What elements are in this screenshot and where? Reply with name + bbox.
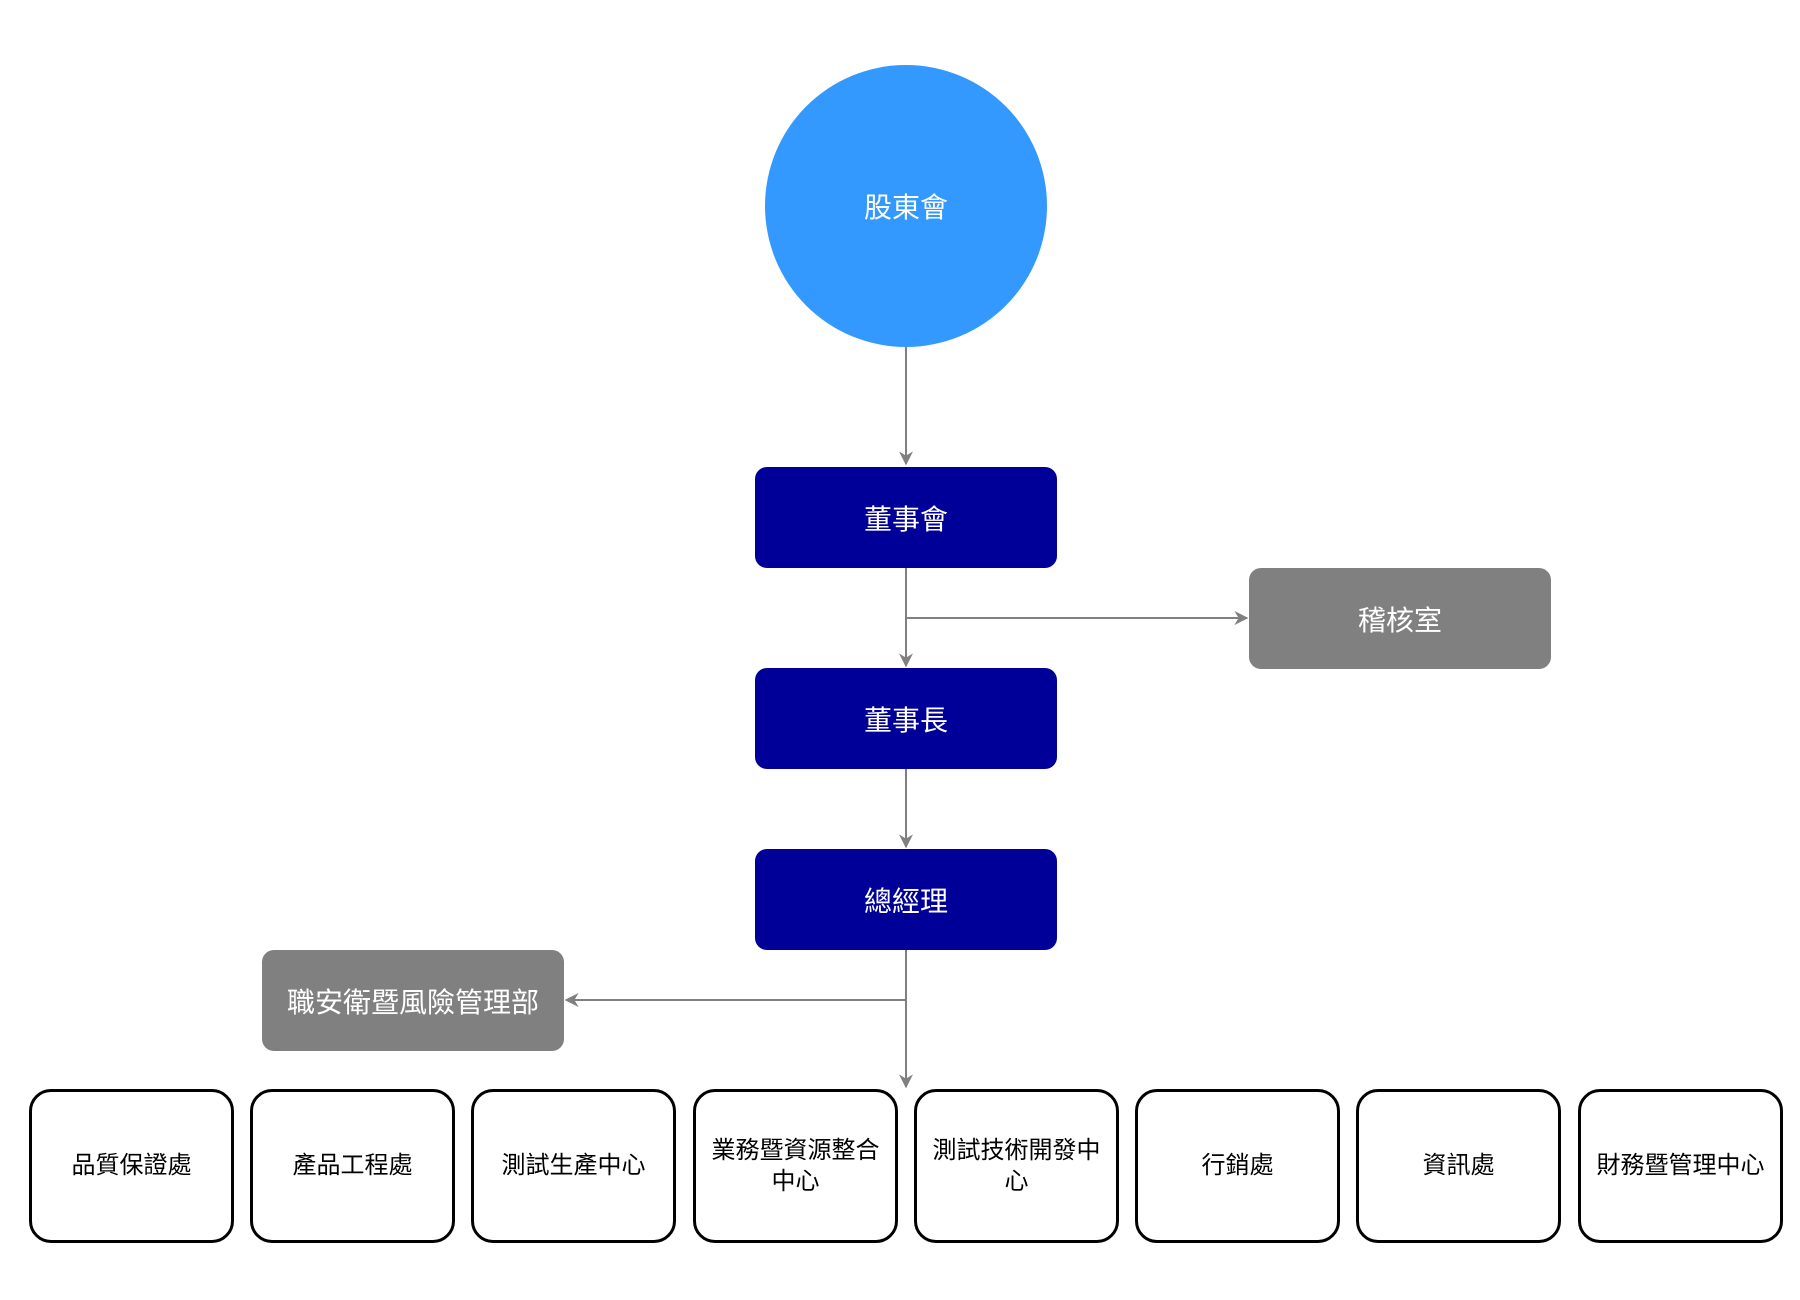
department-node: 測試生產中心	[471, 1089, 676, 1243]
general-manager-label: 總經理	[863, 884, 948, 918]
shareholders-label: 股東會	[863, 191, 948, 224]
general-manager-node: 總經理	[755, 849, 1057, 950]
department-node: 測試技術開發中心	[914, 1089, 1119, 1243]
department-label: 測試技術開發中心	[932, 1135, 1101, 1195]
department-node: 資訊處	[1356, 1089, 1561, 1243]
department-label: 測試生產中心	[501, 1151, 646, 1180]
department-node: 品質保證處	[29, 1089, 234, 1243]
audit-label: 稽核室	[1357, 603, 1442, 637]
department-label: 財務暨管理中心	[1596, 1151, 1765, 1180]
chairman-node: 董事長	[755, 668, 1057, 769]
department-node: 行銷處	[1135, 1089, 1340, 1243]
department-node: 產品工程處	[250, 1089, 455, 1243]
shareholders-node: 股東會	[765, 65, 1047, 347]
department-node: 財務暨管理中心	[1578, 1089, 1783, 1243]
department-label: 資訊處	[1422, 1151, 1495, 1180]
safety-risk-node: 職安衛暨風險管理部	[262, 950, 564, 1051]
department-label: 產品工程處	[292, 1151, 413, 1180]
safety-risk-label: 職安衛暨風險管理部	[286, 985, 539, 1019]
department-node: 業務暨資源整合中心	[693, 1089, 898, 1243]
board-label: 董事會	[863, 502, 948, 536]
chairman-label: 董事長	[863, 703, 948, 737]
department-label: 行銷處	[1201, 1151, 1274, 1180]
board-node: 董事會	[755, 467, 1057, 568]
department-label: 業務暨資源整合中心	[711, 1135, 880, 1195]
audit-node: 稽核室	[1249, 568, 1551, 669]
department-label: 品質保證處	[71, 1151, 192, 1180]
